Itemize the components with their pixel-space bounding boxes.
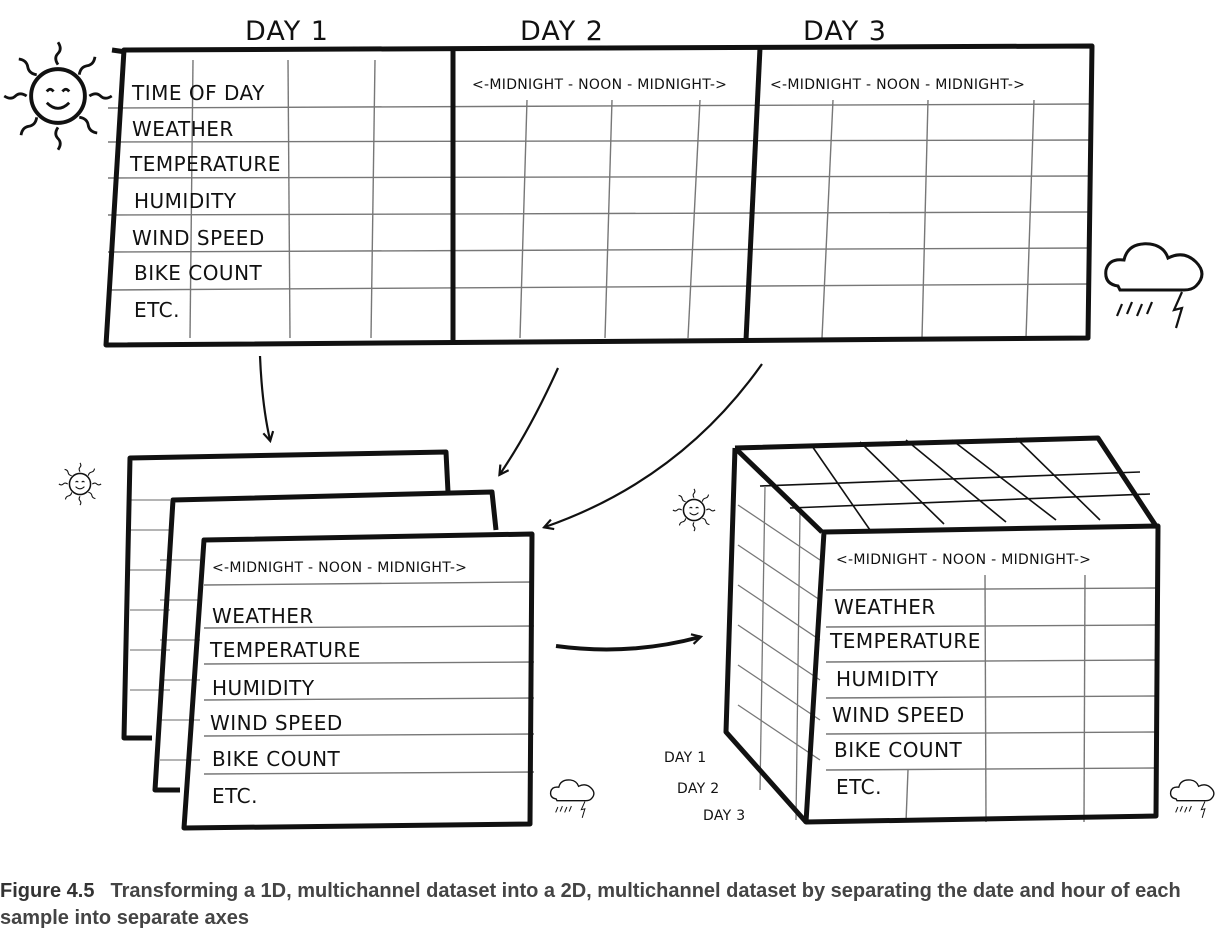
- row-label: TEMPERATURE: [829, 629, 981, 653]
- figure-number: Figure 4.5: [0, 880, 95, 902]
- cube-time-axis: <-MIDNIGHT - NOON - MIDNIGHT->: [836, 552, 1091, 568]
- stack-time-axis: <-MIDNIGHT - NOON - MIDNIGHT->: [212, 560, 467, 576]
- storm-cloud-icon: [549, 779, 595, 819]
- day-label-2: DAY 2: [520, 16, 604, 47]
- row-label: WIND SPEED: [210, 711, 343, 735]
- row-label: WIND SPEED: [832, 703, 965, 727]
- row-label: TIME OF DAY: [131, 81, 265, 105]
- row-label: HUMIDITY: [134, 189, 237, 213]
- day-label-3: DAY 3: [803, 16, 887, 47]
- cube-row-labels: WEATHER TEMPERATURE HUMIDITY WIND SPEED …: [829, 595, 981, 799]
- sheet-middle: [152, 489, 499, 793]
- arrow-stack-to-cube: [555, 637, 700, 652]
- row-label: WEATHER: [834, 595, 936, 619]
- stack-row-labels: WEATHER TEMPERATURE HUMIDITY WIND SPEED …: [209, 604, 361, 808]
- cube-day-label-1: DAY 1: [664, 750, 706, 766]
- sun-icon: [2, 40, 114, 152]
- row-label: WEATHER: [212, 604, 314, 628]
- row-label: ETC.: [836, 775, 882, 799]
- row-label: WIND SPEED: [132, 226, 265, 250]
- row-label: TEMPERATURE: [209, 638, 361, 662]
- row-label: ETC.: [134, 298, 180, 322]
- row-label: BIKE COUNT: [134, 261, 263, 285]
- diagram-canvas: DAY 1 DAY 2 DAY 3 <-MIDNIGHT - NOO: [2, 16, 1215, 831]
- sheet-stack: <-MIDNIGHT - NOON - MIDNIGHT-> WEATHER T…: [121, 449, 535, 831]
- arrow-day1-down: [258, 355, 270, 440]
- day-labels: DAY 1 DAY 2 DAY 3: [245, 16, 887, 47]
- top-row-labels: TIME OF DAY WEATHER TEMPERATURE HUMIDITY…: [129, 81, 281, 322]
- diagram: DAY 1 DAY 2 DAY 3 <-MIDNIGHT - NOO: [2, 16, 1215, 831]
- arrow-day3-down: [545, 363, 763, 527]
- sun-icon: [672, 488, 716, 532]
- day-label-1: DAY 1: [245, 16, 329, 47]
- row-label: BIKE COUNT: [212, 747, 341, 771]
- caption-text: Transforming a 1D, multichannel dataset …: [0, 880, 1181, 929]
- top-time-axis-day2: <-MIDNIGHT - NOON - MIDNIGHT->: [472, 77, 727, 93]
- top-table: <-MIDNIGHT - NOON - MIDNIGHT-> <-MIDNIGH…: [103, 43, 1095, 348]
- arrow-day2-down: [500, 367, 560, 474]
- row-label: HUMIDITY: [212, 676, 315, 700]
- data-cube: <-MIDNIGHT - NOON - MIDNIGHT-> WEATHER T…: [664, 435, 1161, 825]
- cube-day-label-3: DAY 3: [703, 808, 745, 824]
- sun-icon: [58, 462, 102, 506]
- top-time-axis-day3: <-MIDNIGHT - NOON - MIDNIGHT->: [770, 77, 1025, 93]
- cube-day-labels: DAY 1 DAY 2 DAY 3: [664, 750, 745, 824]
- row-label: WEATHER: [132, 117, 234, 141]
- sheet-front: <-MIDNIGHT - NOON - MIDNIGHT-> WEATHER T…: [181, 531, 535, 831]
- storm-cloud-icon: [1169, 779, 1215, 819]
- storm-cloud-icon: [1104, 242, 1204, 330]
- cube-day-label-2: DAY 2: [677, 781, 719, 797]
- row-label: HUMIDITY: [836, 667, 939, 691]
- arrows: [258, 355, 763, 652]
- row-label: ETC.: [212, 784, 258, 808]
- row-label: BIKE COUNT: [834, 738, 963, 762]
- row-label: TEMPERATURE: [129, 152, 281, 176]
